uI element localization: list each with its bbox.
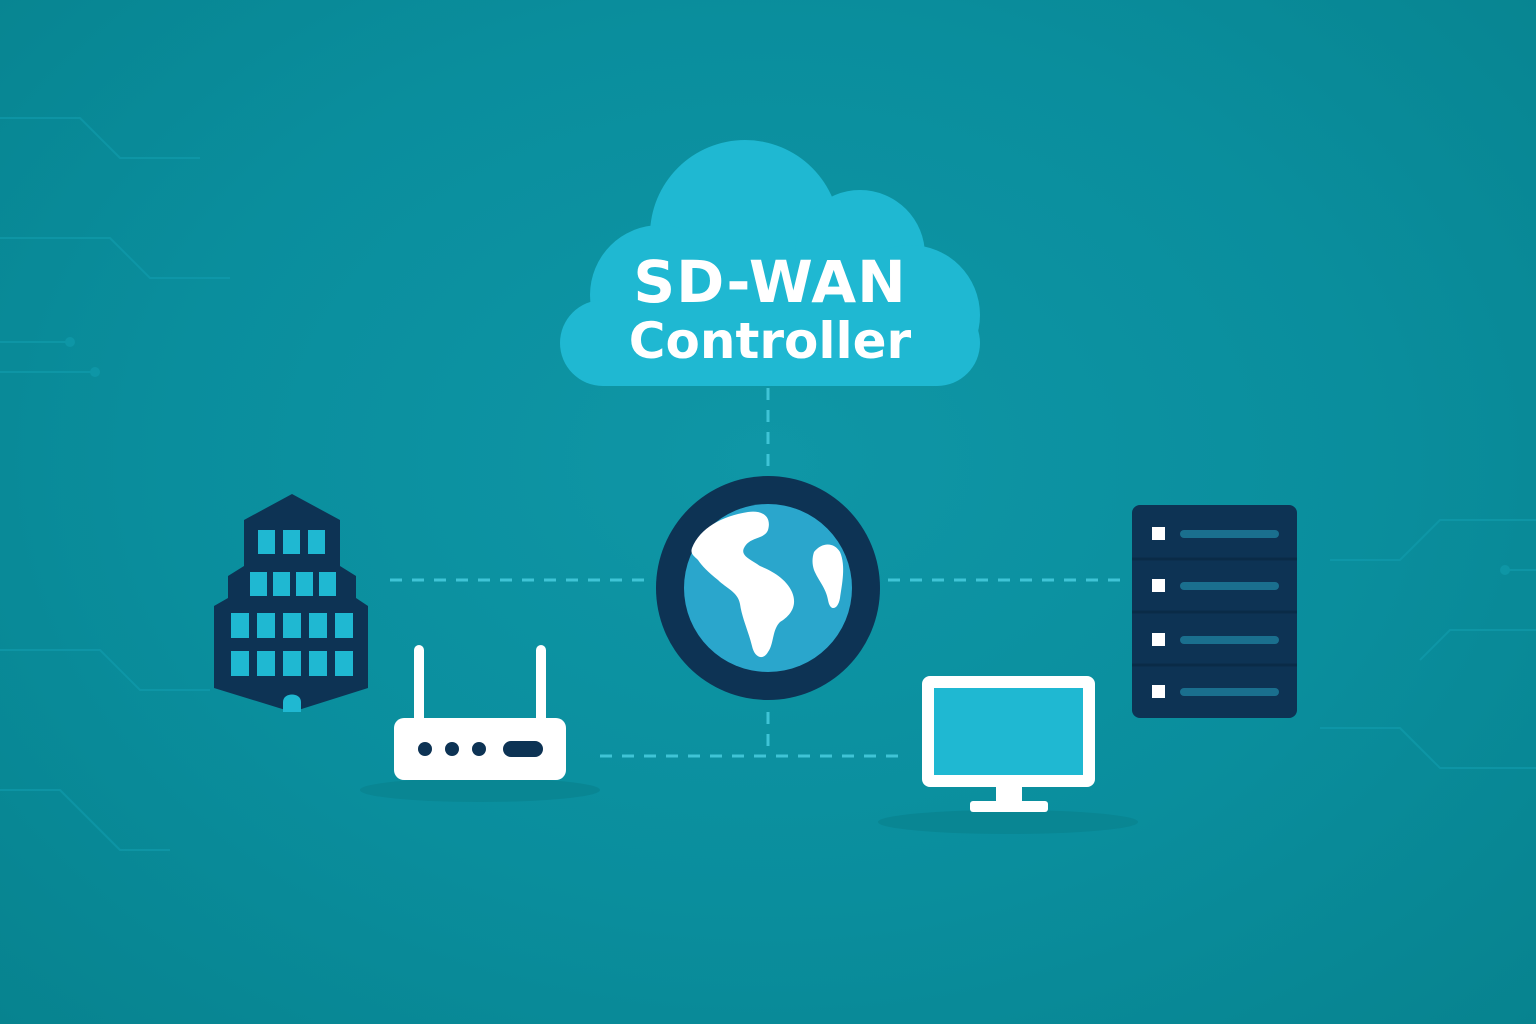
monitor-screen: [934, 688, 1083, 775]
server-dividers: [1132, 557, 1297, 667]
dashed-links: [390, 388, 1125, 758]
monitor-shadow: [878, 810, 1138, 834]
globe-continents: [691, 511, 844, 658]
background-circuit-traces: [0, 117, 1536, 851]
monitor-base: [970, 801, 1048, 812]
globe-icon[interactable]: [656, 476, 880, 700]
router-shadow: [360, 778, 600, 802]
server-rack-icon[interactable]: [1132, 505, 1297, 718]
cloud-title-line1: SD-WAN: [633, 248, 907, 316]
router-antenna-left: [414, 645, 424, 725]
monitor-neck: [996, 787, 1022, 803]
server-units: [1152, 527, 1279, 698]
router-leds: [418, 741, 543, 757]
router-antenna-right: [536, 645, 546, 725]
office-building-icon[interactable]: [214, 494, 368, 712]
cloud-icon[interactable]: [560, 140, 980, 386]
cloud-title-line2: Controller: [628, 312, 912, 370]
desktop-monitor-icon[interactable]: [878, 676, 1138, 834]
building-windows: [231, 530, 353, 712]
wifi-router-icon[interactable]: [360, 645, 600, 802]
